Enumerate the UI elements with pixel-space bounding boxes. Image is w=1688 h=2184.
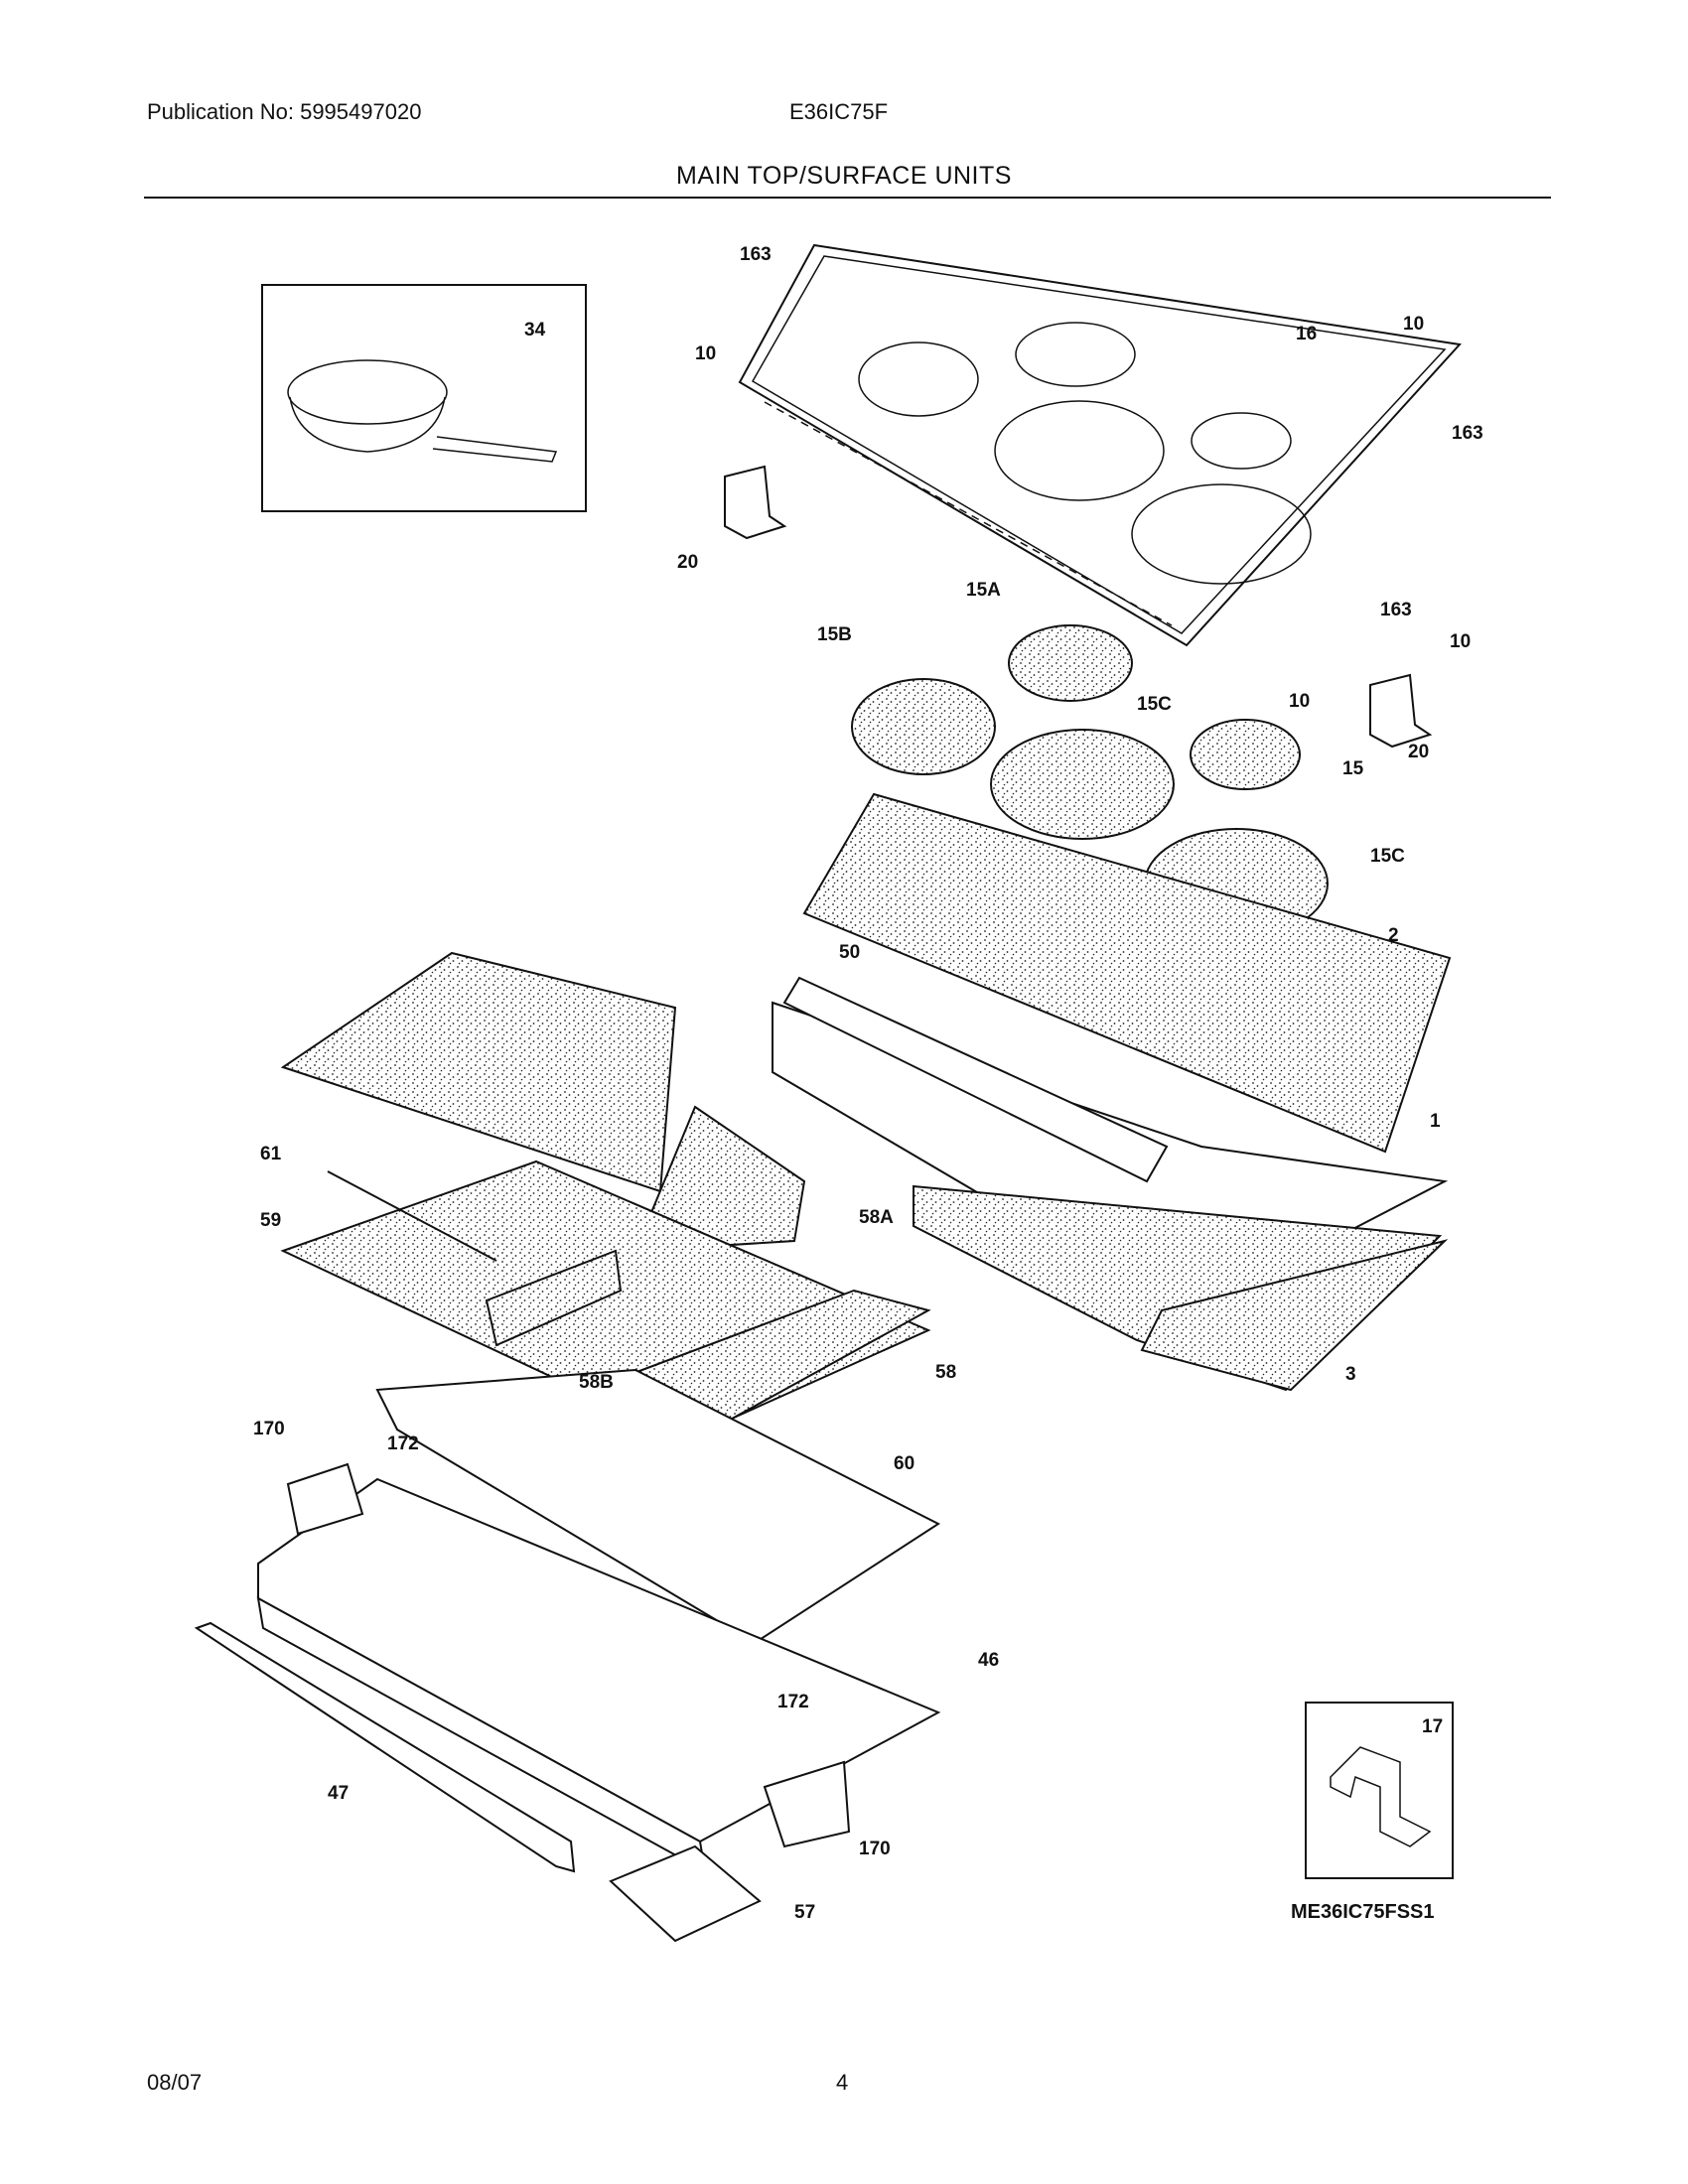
callout-46: 46 bbox=[978, 1650, 999, 1671]
callout-10-lower-right: 10 bbox=[1450, 631, 1471, 652]
front-trim bbox=[194, 1621, 576, 1873]
callout-1: 1 bbox=[1430, 1111, 1441, 1132]
callout-170-right: 170 bbox=[859, 1839, 891, 1859]
access-cover bbox=[609, 1844, 762, 1943]
callout-163-right: 163 bbox=[1452, 423, 1483, 444]
drawing-code: ME36IC75FSS1 bbox=[1291, 1901, 1435, 1923]
callout-15B: 15B bbox=[817, 624, 852, 645]
callout-16: 16 bbox=[1296, 324, 1317, 344]
callout-15C-lower: 15C bbox=[1370, 846, 1405, 867]
callout-50: 50 bbox=[839, 942, 860, 963]
title-rule bbox=[144, 197, 1551, 199]
side-bracket-right bbox=[1369, 673, 1433, 749]
publication-number: Publication No: 5995497020 bbox=[147, 99, 422, 124]
spreader-plate bbox=[375, 1368, 940, 1645]
clip-left bbox=[286, 1462, 364, 1536]
callout-47: 47 bbox=[328, 1783, 349, 1804]
callout-163-top: 163 bbox=[740, 244, 772, 265]
callout-163-lower: 163 bbox=[1380, 600, 1412, 620]
callout-20-right: 20 bbox=[1408, 742, 1429, 762]
callout-15A: 15A bbox=[966, 580, 1001, 601]
insulation-sheet-bottom bbox=[913, 1184, 1449, 1392]
callout-58B: 58B bbox=[579, 1372, 614, 1393]
side-bracket-left bbox=[724, 465, 787, 540]
insulation-strip bbox=[327, 1170, 497, 1262]
publication-date: 08/07 bbox=[147, 2070, 203, 2095]
callout-58A: 58A bbox=[859, 1207, 894, 1228]
callout-15C-upper: 15C bbox=[1137, 694, 1172, 715]
bracket-inset bbox=[1305, 1702, 1454, 1879]
section-title: MAIN TOP/SURFACE UNITS bbox=[676, 162, 1012, 190]
bottom-box bbox=[256, 1477, 941, 1873]
callout-17: 17 bbox=[1422, 1716, 1443, 1737]
callout-57: 57 bbox=[794, 1902, 815, 1923]
page-number: 4 bbox=[836, 2070, 849, 2095]
callout-10-center: 10 bbox=[1289, 691, 1310, 712]
callout-58: 58 bbox=[935, 1362, 956, 1383]
wok-inset bbox=[261, 284, 587, 512]
callout-2: 2 bbox=[1388, 925, 1399, 946]
callout-172-left: 172 bbox=[387, 1433, 419, 1454]
callout-3: 3 bbox=[1345, 1364, 1356, 1385]
control-board bbox=[280, 951, 806, 1253]
callout-60: 60 bbox=[894, 1453, 914, 1474]
callout-20-left: 20 bbox=[677, 552, 698, 573]
callout-10-top-right: 10 bbox=[1403, 314, 1424, 335]
callout-170-left: 170 bbox=[253, 1419, 285, 1439]
callout-34: 34 bbox=[524, 320, 546, 341]
model-number: E36IC75F bbox=[789, 99, 889, 124]
callout-15: 15 bbox=[1342, 758, 1364, 779]
callout-10-top-left: 10 bbox=[695, 343, 716, 364]
callout-172-right: 172 bbox=[777, 1692, 809, 1712]
callout-61: 61 bbox=[260, 1144, 282, 1164]
callout-labels: 163 10 16 10 163 34 20 163 10 10 15A 15B… bbox=[253, 244, 1483, 1923]
insulation-sheet-top bbox=[802, 792, 1452, 1154]
clip-right bbox=[763, 1760, 851, 1848]
callout-59: 59 bbox=[260, 1210, 281, 1231]
glass-cooktop bbox=[738, 243, 1462, 647]
